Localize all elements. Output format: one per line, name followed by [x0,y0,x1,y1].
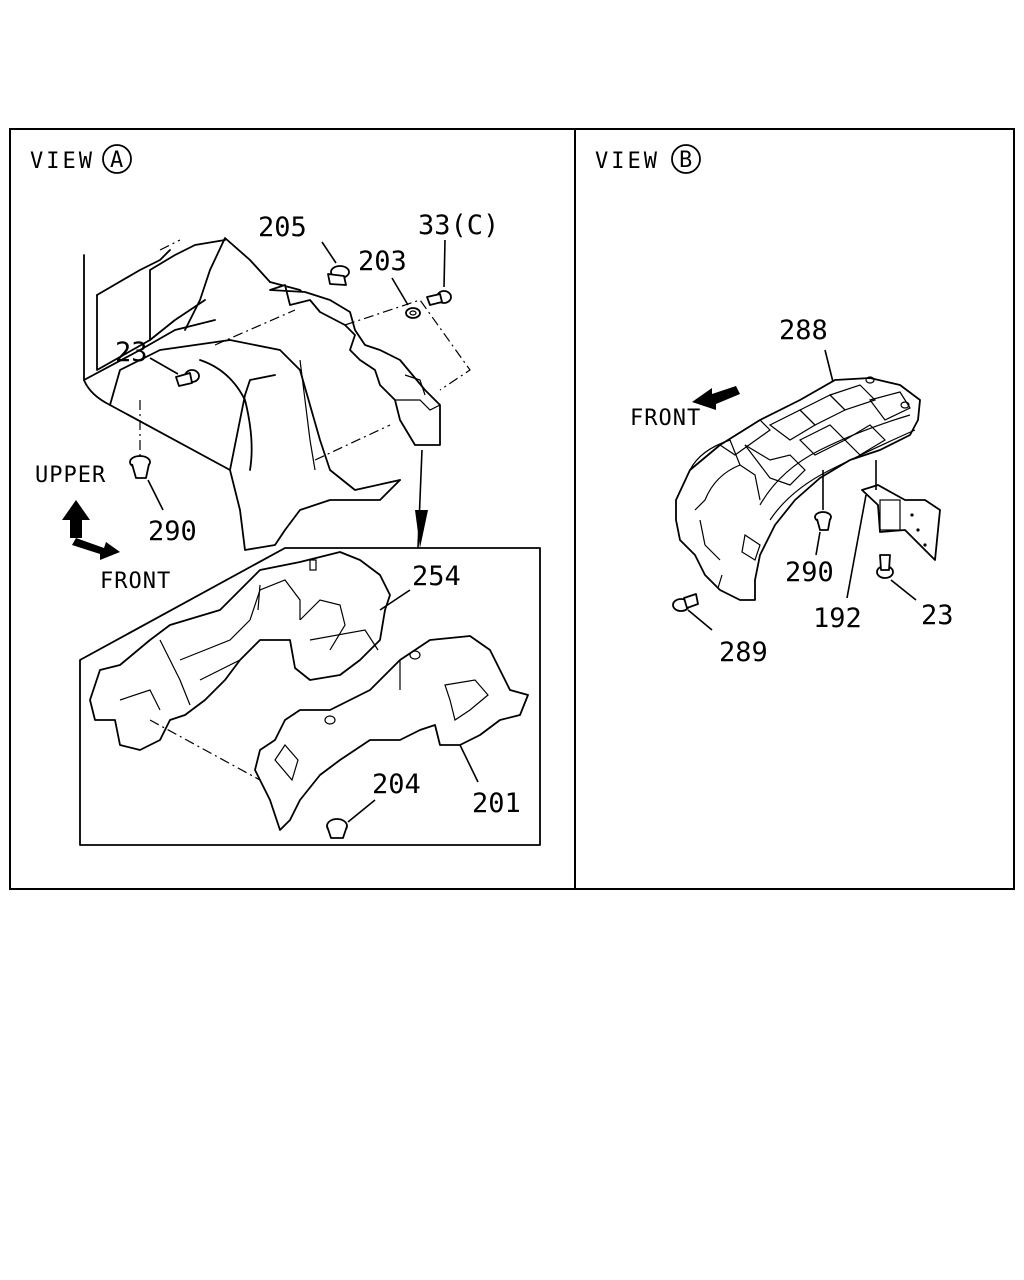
diagram-frame [9,128,1015,890]
washer-203-icon [405,307,421,319]
bracket-192-drawing [861,484,941,561]
callout-289: 289 [719,637,768,668]
callout-203: 203 [358,246,407,277]
upper-arrow-icon [62,500,90,538]
view-b-panel: VIEW B FRONT [595,144,954,668]
view-b-marker-letter: B [679,148,692,173]
clip-204-icon [326,818,348,839]
callout-254: 254 [412,561,461,592]
callout-290-a: 290 [148,516,197,547]
clip-290-icon [129,455,151,479]
view-a-marker-circle [102,144,132,174]
bracket-drawing [269,284,471,446]
bolt-289-icon [672,593,699,612]
callout-23-a: 23 [115,337,148,368]
clip-290-b-icon [814,511,832,531]
callout-201: 201 [472,788,521,819]
direction-upper-label: UPPER [35,463,106,488]
insulator-201-drawing [254,635,529,831]
callout-23-b: 23 [921,600,954,631]
view-a-title: VIEW [30,149,95,174]
body-panel-drawing [83,237,401,551]
bolt-23-b-icon [876,554,894,579]
front-arrow-icon [72,538,120,560]
view-b-title: VIEW [595,149,660,174]
detail-inset: 254 204 201 [79,449,541,846]
view-b-marker-circle [671,144,701,174]
direction-front-label-b: FRONT [630,406,701,431]
view-a-marker-letter: A [110,148,123,173]
callout-33c: 33(C) [418,210,499,241]
bolt-23-icon [175,369,200,387]
callout-290-b: 290 [785,557,834,588]
callout-204: 204 [372,769,421,800]
front-arrow-b-icon [692,386,740,410]
bolt-33c-icon [426,290,452,306]
direction-front-label-a: FRONT [100,569,171,594]
callout-288: 288 [779,315,828,346]
callout-192: 192 [813,603,862,634]
insulator-254-drawing [89,551,391,751]
bolt-205-icon [327,265,350,286]
callout-205: 205 [258,212,307,243]
view-a-panel: VIEW A [30,144,541,846]
mudguard-288-drawing [675,376,921,601]
